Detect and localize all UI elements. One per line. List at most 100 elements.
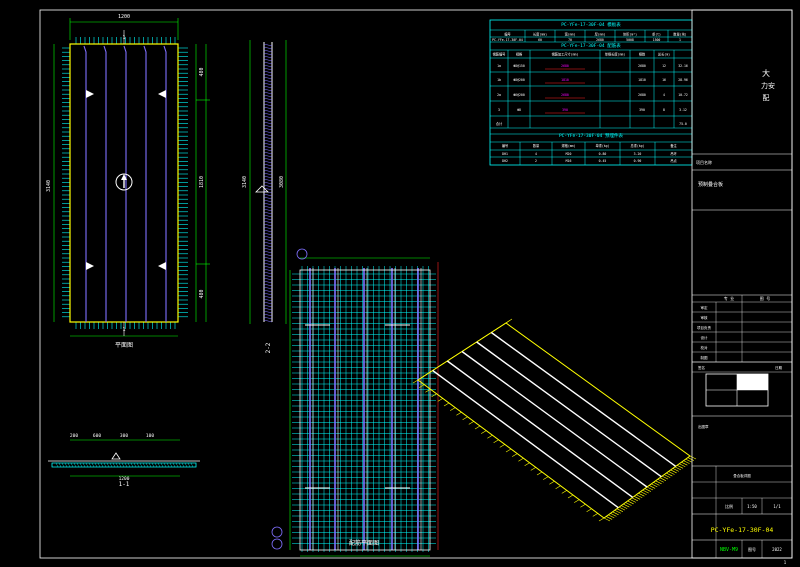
table-2-cell: 2a — [497, 93, 501, 97]
table-2-cell: 10.72 — [678, 93, 688, 97]
dim-plan-right-2: 1810 — [199, 176, 205, 188]
sheet-number: 1/1 — [773, 504, 781, 509]
cut-mark-1: 1 — [122, 35, 125, 41]
table-2-header: 根数 — [639, 52, 646, 57]
dim-side-height: 3140 — [242, 176, 248, 188]
table-3-cell: M20 — [566, 152, 572, 156]
table-1-cell: 60 — [538, 38, 542, 42]
isometric-view — [412, 318, 697, 522]
section-1-1 — [48, 439, 200, 477]
project-row-label: 项目名称 — [696, 159, 712, 165]
table-3-cell: DH1 — [502, 152, 508, 156]
table-2-cell: 2680 — [638, 64, 646, 68]
table-2-cell: 1b — [497, 78, 501, 82]
table-3-header: 规格(mm) — [561, 143, 575, 148]
section-2-2 — [249, 40, 287, 324]
titleblock-row-label: 审核 — [701, 315, 709, 320]
table-3-cell: DH2 — [502, 159, 508, 163]
table-1-cell: 1 — [679, 38, 681, 42]
plan-edge-rebar-stubs — [62, 37, 188, 329]
dim-plan-left: 3140 — [46, 180, 52, 192]
table-2-header: 钢筋加工尺寸(mm) — [552, 52, 579, 57]
dim-plan-right-1: 480 — [199, 67, 205, 76]
table-2-cell: 1810 — [561, 78, 569, 82]
table-2-total: 75.0 — [679, 122, 687, 126]
bottom-right-code: 2022 — [772, 547, 782, 552]
table-1-header: 数量(块) — [673, 32, 686, 37]
table-1-header: 宽(mm) — [565, 32, 576, 37]
table-3-cell: 0.90 — [634, 159, 642, 163]
table-3-cell: 2 — [535, 159, 537, 163]
scale-value: 1:50 — [747, 504, 757, 509]
table-1-cell: 2680 — [596, 38, 604, 42]
table-2-header: 钢筋编号 — [493, 52, 506, 57]
dim-plan-right-3: 480 — [199, 289, 205, 298]
dim-sec-5: 1200 — [119, 476, 130, 482]
titleblock-row-label: 校对 — [701, 345, 709, 350]
table-2-cell: 390 — [639, 108, 645, 112]
iso-slab-outline — [417, 322, 691, 519]
rebar-tables — [489, 19, 693, 166]
company-line-1: 大 — [762, 68, 770, 78]
table-2-header: 单根长度(mm) — [605, 52, 626, 57]
rebar-tag-icon — [296, 248, 308, 260]
titleblock-row-label: 项目负责 — [697, 325, 711, 330]
table-2-cell: 28.96 — [678, 78, 688, 82]
table-3-header: 总重(kg) — [630, 143, 644, 148]
table-2-cell: 2680 — [561, 64, 569, 68]
table-2-cell: 8 — [663, 108, 665, 112]
company-line-3: 配 — [763, 94, 770, 102]
dim-sec-2: 600 — [93, 433, 101, 439]
lift-point-icon — [158, 90, 166, 98]
plan-truss-lines — [83, 45, 167, 322]
sub-title: 叠合板详图 — [733, 473, 751, 478]
company-line-2: 力安 — [761, 81, 775, 90]
table-1-cell: 1500 — [653, 38, 661, 42]
table-3-cell: 吊环 — [670, 152, 676, 156]
plan-view-title: 平面图 — [115, 342, 133, 349]
table-2-cell: 390 — [562, 108, 568, 112]
grade-col-2: 图 号 — [760, 295, 770, 301]
dim-sec-4: 100 — [146, 433, 154, 439]
table-1-header: 重(t) — [652, 32, 661, 37]
table-2-header: 规格 — [516, 52, 523, 57]
lift-point-icon — [86, 90, 94, 98]
rebar-tag-icon — [271, 538, 283, 550]
table-3-cell: 3.20 — [634, 152, 642, 156]
dim-sec-1: 200 — [70, 433, 78, 439]
table-3-header: 单重(kg) — [595, 143, 609, 148]
table-1-header: 编号 — [504, 32, 510, 37]
rebar-tag-icon — [271, 526, 283, 538]
table-3-title: PC-YFe-17-30F-04 预埋件表 — [559, 132, 624, 139]
table-2-cell: 4 — [663, 93, 665, 97]
table-1-cell: 5008 — [626, 38, 634, 42]
table-1-header: 厚(mm) — [595, 32, 606, 37]
table-2-cell: 12 — [662, 64, 666, 68]
table-1-header: 长度(mm) — [533, 32, 547, 37]
table-1-cell: 70 — [568, 38, 572, 42]
table-3-header: 数量 — [533, 143, 540, 148]
drawing-title-text: 预制叠合板 — [698, 181, 723, 188]
table-1-cell: PC-YFe-17-30F-04 — [492, 38, 523, 42]
section-1-1-title: 1-1 — [119, 481, 130, 488]
table-2-cell: 3.12 — [679, 108, 687, 112]
table-2-cell: 16 — [662, 78, 666, 82]
table-2-cell: 2680 — [638, 93, 646, 97]
lift-point-icon — [158, 262, 166, 270]
lift-point-icon — [86, 262, 94, 270]
dim-side-right: 3080 — [279, 176, 285, 188]
table-2-title: PC-YFe-17-30F-04 配筋表 — [561, 42, 621, 49]
table-2-cell: 1a — [497, 64, 501, 68]
titleblock-row-label: 审定 — [701, 305, 709, 310]
table-2-cell: Φ8@150 — [513, 64, 525, 68]
dim-sec-3: 300 — [120, 433, 128, 439]
table-2-cell: 1810 — [638, 78, 646, 82]
cut-mark-1b: 1 — [122, 327, 125, 333]
grade-col-1: 专 业 — [724, 295, 734, 301]
section-rebar-pattern — [263, 43, 273, 323]
page-mark: 1 — [784, 560, 787, 565]
table-2-cell: 2680 — [561, 93, 569, 97]
rebar-plan-outline — [299, 269, 431, 551]
table-3-cell: M16 — [566, 159, 572, 163]
